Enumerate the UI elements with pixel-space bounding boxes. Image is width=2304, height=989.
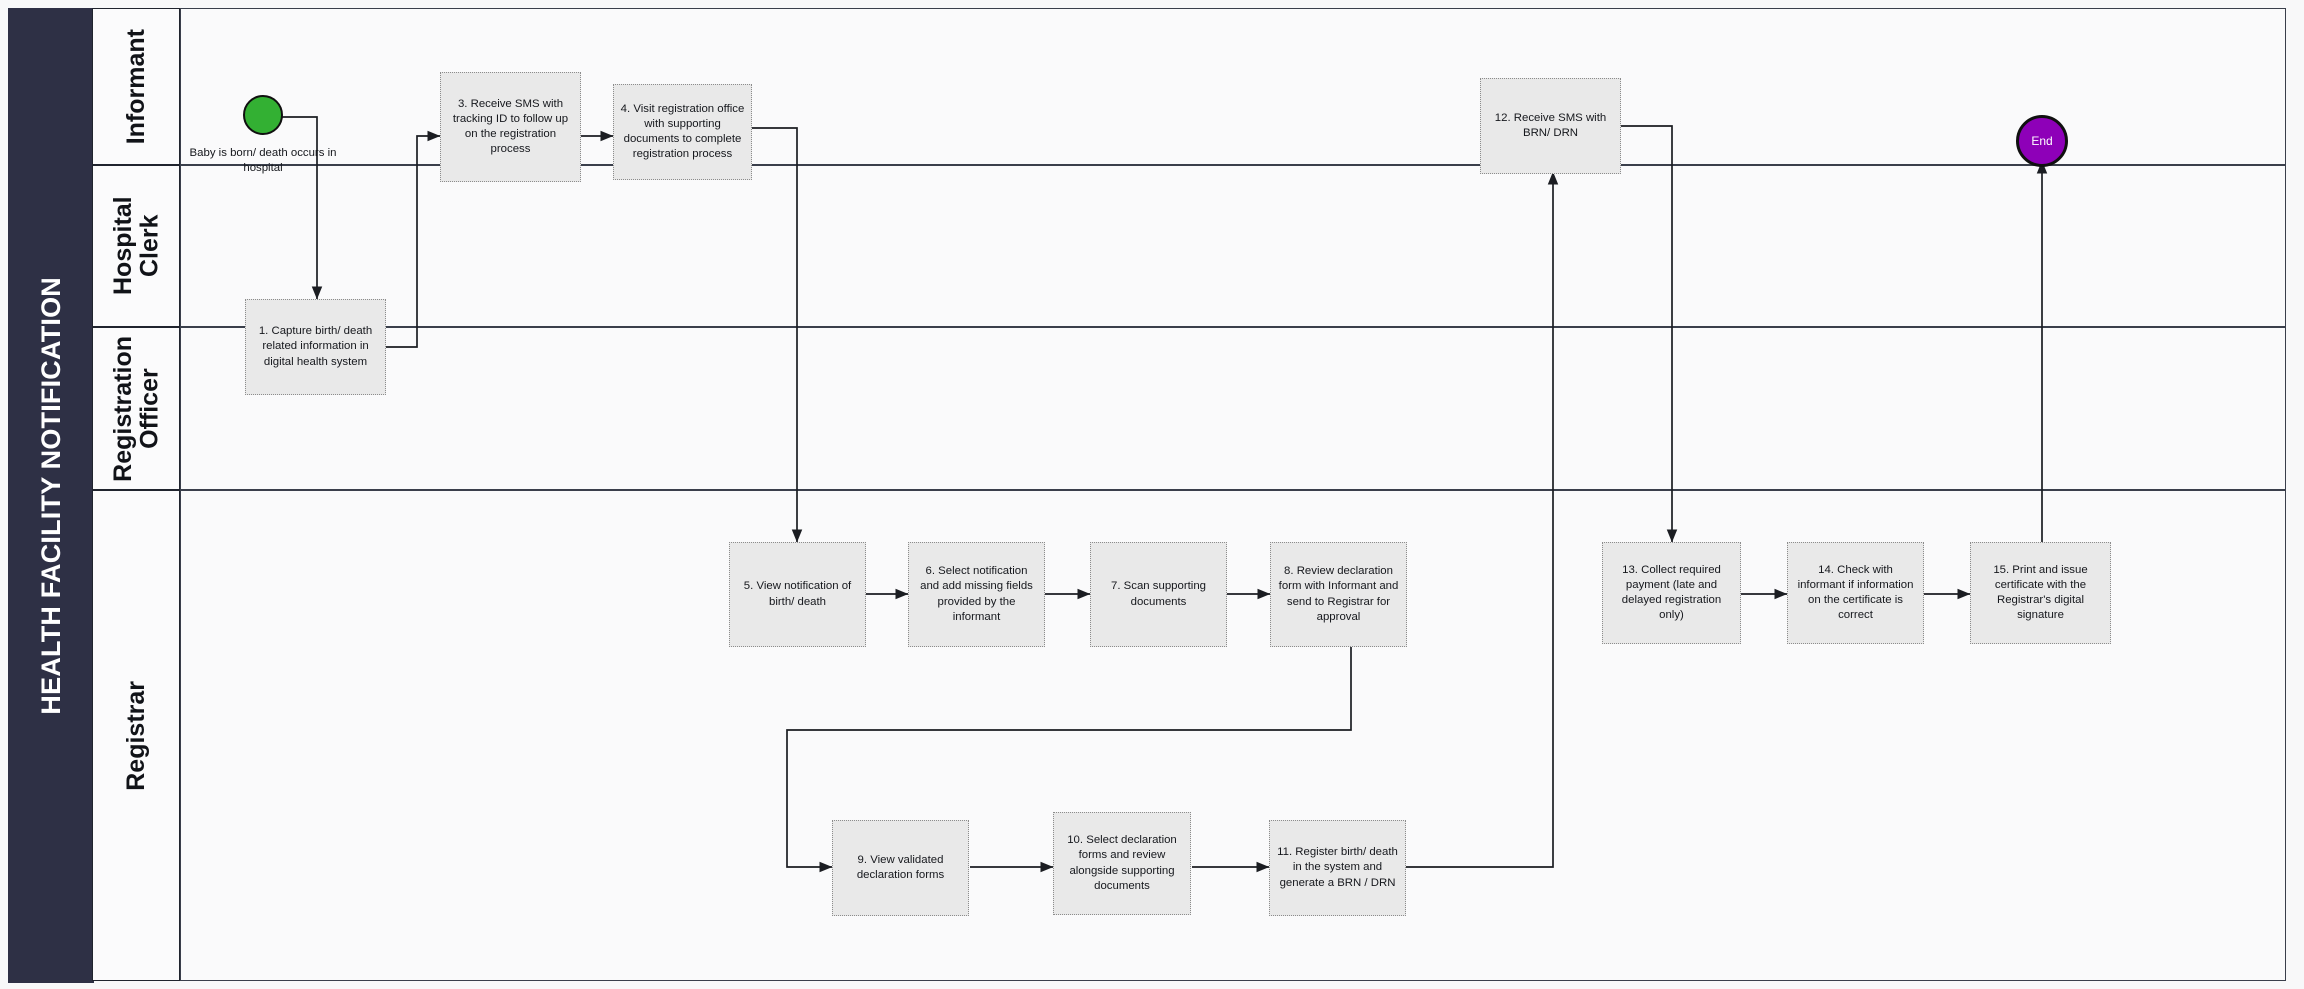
task-9[interactable]: 9. View validated declaration forms bbox=[832, 820, 969, 916]
task-5[interactable]: 5. View notification of birth/ death bbox=[729, 542, 866, 647]
lane-body-registration-officer bbox=[180, 327, 2286, 490]
lane-label-hospital-clerk: Hospital Clerk bbox=[108, 196, 163, 296]
task-4[interactable]: 4. Visit registration office with suppor… bbox=[613, 84, 752, 180]
task-13[interactable]: 13. Collect required payment (late and d… bbox=[1602, 542, 1741, 644]
task-3[interactable]: 3. Receive SMS with tracking ID to follo… bbox=[440, 72, 581, 182]
task-11[interactable]: 11. Register birth/ death in the system … bbox=[1269, 820, 1406, 916]
start-event[interactable] bbox=[243, 95, 283, 135]
end-event-label: End bbox=[2031, 134, 2053, 148]
pool-title: HEALTH FACILITY NOTIFICATION bbox=[8, 8, 94, 983]
lane-body-hospital-clerk bbox=[180, 165, 2286, 327]
end-event[interactable]: End bbox=[2016, 115, 2068, 167]
lane-header-hospital-clerk: Hospital Clerk bbox=[92, 165, 180, 327]
lane-label-informant: Informant bbox=[121, 28, 150, 145]
lane-header-registrar: Registrar bbox=[92, 490, 180, 981]
task-12[interactable]: 12. Receive SMS with BRN/ DRN bbox=[1480, 78, 1621, 174]
task-7[interactable]: 7. Scan supporting documents bbox=[1090, 542, 1227, 647]
lane-header-informant: Informant bbox=[92, 8, 180, 165]
lane-label-registrar: Registrar bbox=[121, 680, 150, 791]
pool-title-label: HEALTH FACILITY NOTIFICATION bbox=[35, 276, 66, 715]
lane-header-registration-officer: Registration Officer bbox=[92, 327, 180, 490]
task-6[interactable]: 6. Select notification and add missing f… bbox=[908, 542, 1045, 647]
task-14[interactable]: 14. Check with informant if information … bbox=[1787, 542, 1924, 644]
task-8[interactable]: 8. Review declaration form with Informan… bbox=[1270, 542, 1407, 647]
start-event-caption: Baby is born/ death occurs in hospital bbox=[189, 147, 337, 175]
task-1[interactable]: 1. Capture birth/ death related informat… bbox=[245, 299, 386, 395]
lane-label-registration-officer: Registration Officer bbox=[108, 335, 163, 482]
task-10[interactable]: 10. Select declaration forms and review … bbox=[1053, 812, 1191, 915]
task-15[interactable]: 15. Print and issue certificate with the… bbox=[1970, 542, 2111, 644]
